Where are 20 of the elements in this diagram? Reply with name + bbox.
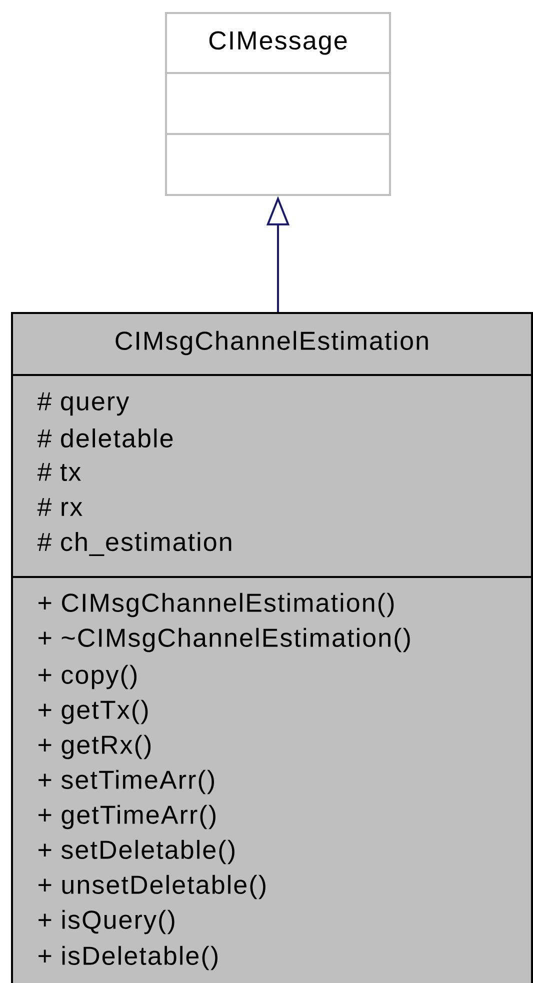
method: + getRx() (38, 734, 151, 760)
method: + getTx() (38, 700, 148, 724)
method: + isDeletable() (38, 946, 218, 970)
attribute: # tx (37, 463, 81, 481)
class-box (165, 12, 391, 196)
method: + isQuery() (38, 910, 174, 934)
class-name: CIMsgChannelEstimation (116, 330, 428, 356)
class-box (11, 312, 533, 983)
method: + setDeletable() (38, 840, 234, 864)
class-name: CIMessage (209, 31, 347, 55)
method: + getTimeArr() (38, 804, 216, 830)
attribute: # ch_estimation (37, 532, 232, 556)
method: + setTimeArr() (38, 770, 214, 794)
attribute: # query (37, 392, 130, 416)
method: + unsetDeletable() (38, 874, 266, 900)
attribute: # deletable (37, 428, 173, 448)
method: + copy() (38, 664, 136, 690)
attribute: # rx (37, 498, 82, 516)
method: + CIMsgChannelEstimation() (38, 592, 394, 618)
method: + ~CIMsgChannelEstimation() (38, 628, 410, 652)
